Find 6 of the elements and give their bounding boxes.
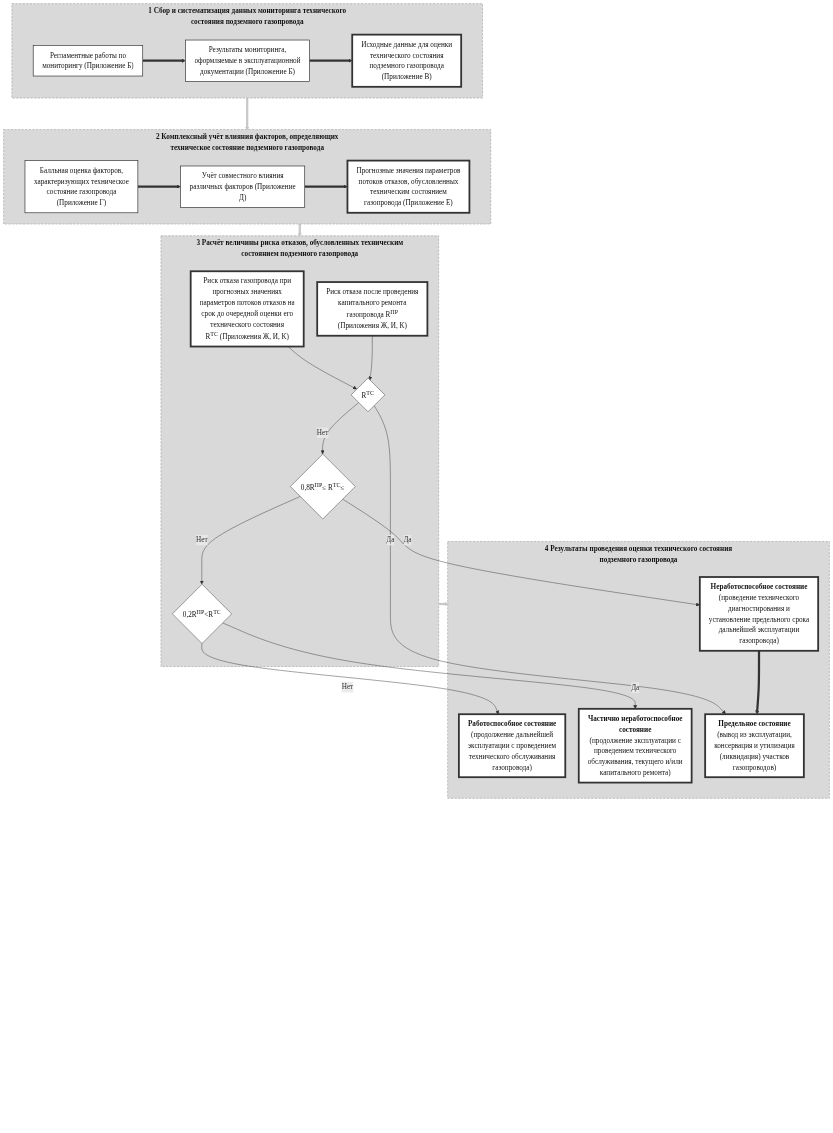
arrow bbox=[245, 98, 250, 131]
arrow bbox=[304, 184, 348, 189]
arrow bbox=[309, 58, 353, 63]
arrow bbox=[755, 650, 761, 715]
arrow bbox=[142, 58, 186, 63]
arrow bbox=[137, 184, 181, 189]
